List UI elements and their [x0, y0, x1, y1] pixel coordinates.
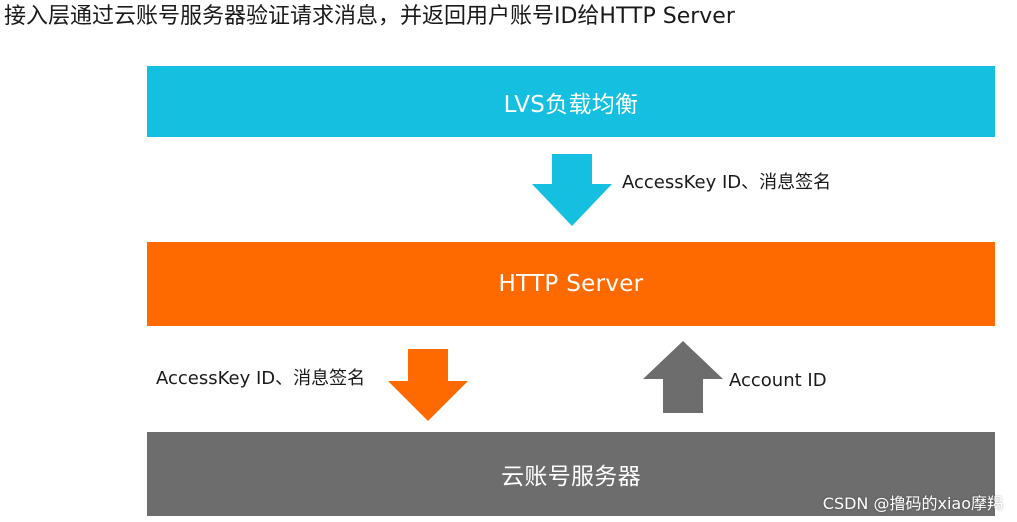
cloud-account-server-layer: 云账号服务器	[147, 432, 995, 516]
arrow-account-to-http-label: Account ID	[729, 370, 827, 391]
lvs-load-balancer-layer: LVS负载均衡	[147, 66, 995, 137]
lvs-layer-label: LVS负载均衡	[503, 91, 639, 118]
account-layer-label: 云账号服务器	[501, 464, 641, 490]
arrow-http-to-account-down-icon	[388, 349, 468, 421]
arrow-lvs-to-http-down-icon	[532, 154, 612, 226]
http-layer-label: HTTP Server	[498, 271, 644, 297]
arrow-lvs-to-http-label: AccessKey ID、消息签名	[622, 172, 832, 193]
diagram-heading: 接入层通过云账号服务器验证请求消息，并返回用户账号ID给HTTP Server	[4, 4, 735, 29]
watermark: CSDN @撸码的xiao摩羯	[822, 494, 1003, 513]
arrow-account-to-http-up-icon	[643, 341, 723, 413]
http-server-layer: HTTP Server	[147, 242, 995, 326]
arrow-http-to-account-label: AccessKey ID、消息签名	[156, 368, 366, 389]
